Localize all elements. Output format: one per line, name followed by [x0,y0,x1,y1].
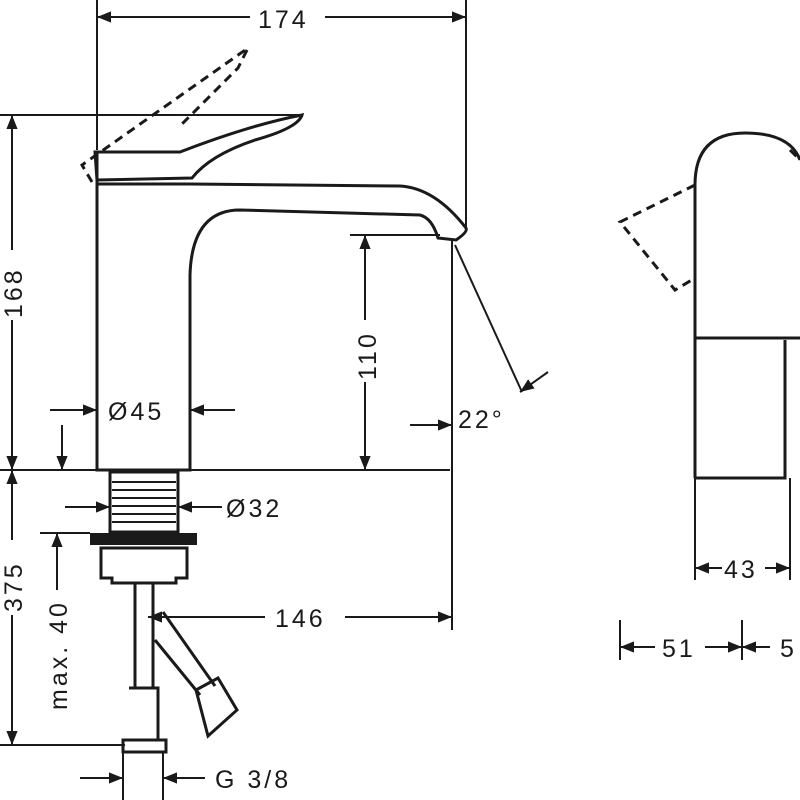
hose-straight [133,583,155,688]
dim-g-3-8: G 3/8 [215,766,291,794]
fixing-nut [99,546,189,585]
dim-angle-22: 22° [458,406,505,434]
mounting-plate [90,533,197,545]
hose-angled [153,611,217,696]
dim-diameter-45: Ø45 [108,398,164,426]
hose-fitting-angled [194,675,239,739]
dim-51: 51 [662,635,696,663]
dim-174: 174 [258,6,309,34]
lever-alt-position [80,46,250,183]
dim-110: 110 [354,331,382,380]
hose-fitting [121,686,168,754]
lever [93,113,305,182]
dim-max-40: max. 40 [45,600,73,710]
dim-5: 5 [780,635,797,663]
faucet-side-view [617,131,800,480]
dim-diameter-32: Ø32 [226,495,282,523]
dim-43: 43 [724,556,758,584]
dim-168: 168 [0,267,28,318]
dim-375: 375 [0,561,28,612]
threaded-shank [108,470,180,534]
dim-146: 146 [275,605,326,633]
